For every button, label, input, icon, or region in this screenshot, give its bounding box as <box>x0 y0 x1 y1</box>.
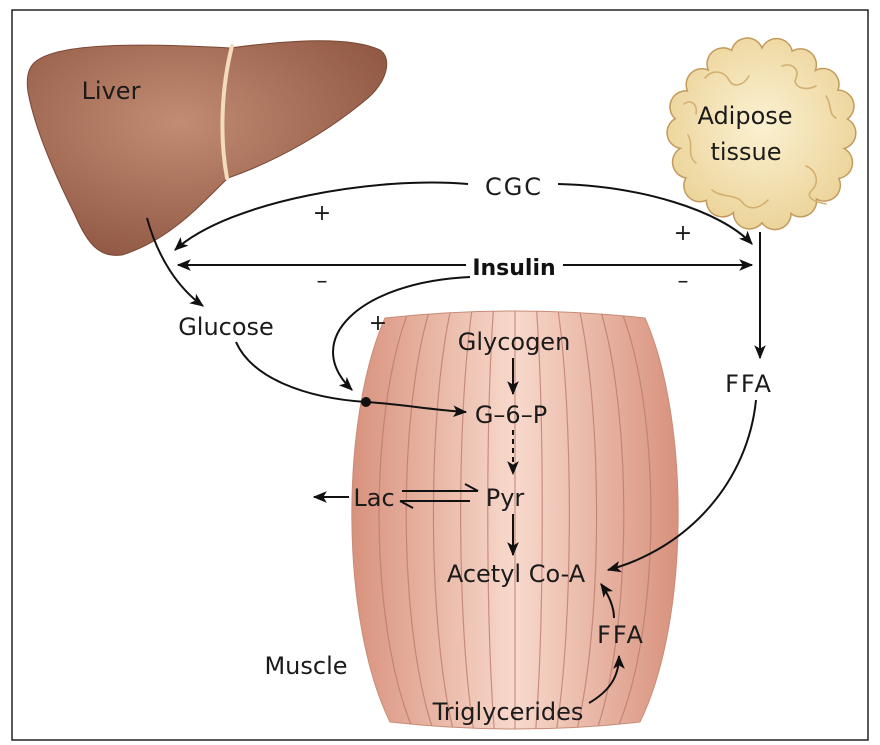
liver: Liver <box>27 41 386 256</box>
cgc-adipose-plus-sign: + <box>674 221 692 246</box>
glucose-uptake-line <box>236 342 366 402</box>
adipose-label-line1: Adipose <box>697 102 792 130</box>
insulin-muscle-plus-sign: + <box>369 311 387 336</box>
liver-illustration <box>27 41 386 256</box>
adipose-tissue-illustration <box>667 38 856 230</box>
cgc-liver-plus-sign: + <box>313 201 331 226</box>
pyr-label: Pyr <box>486 484 525 512</box>
lac-label: Lac <box>353 484 394 512</box>
insulin-liver-minus-sign: – <box>317 269 328 294</box>
triglycerides-label: Triglycerides <box>432 698 584 726</box>
muscle: Muscle <box>264 311 678 729</box>
g6p-label: G–6–P <box>475 401 547 429</box>
muscle-label: Muscle <box>264 652 347 680</box>
adipose-tissue: Adipose tissue <box>667 38 856 230</box>
adipose-label-line2: tissue <box>710 138 781 166</box>
cgc-label: CGC <box>485 173 543 201</box>
glycogen-label: Glycogen <box>458 328 571 356</box>
circulating-ffa-label: FFA <box>725 370 773 398</box>
acetyl-coa-label: Acetyl Co-A <box>447 560 586 588</box>
glucose-label: Glucose <box>178 313 274 341</box>
muscle-ffa-label: FFA <box>597 621 645 649</box>
insulin-label: Insulin <box>472 256 555 281</box>
liver-label: Liver <box>82 77 141 105</box>
insulin-adipose-minus-sign: – <box>678 269 689 294</box>
